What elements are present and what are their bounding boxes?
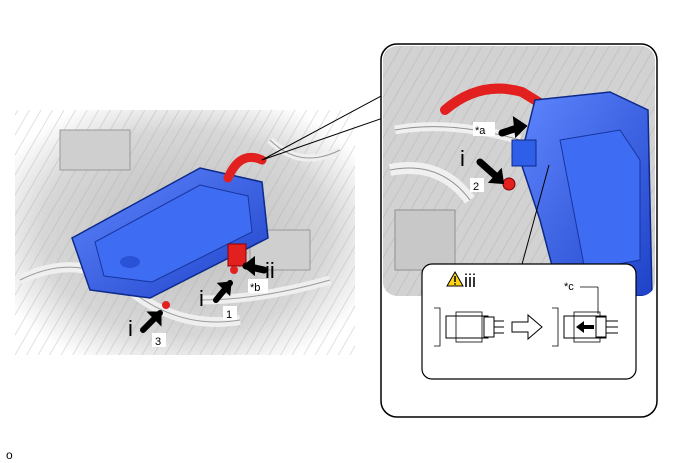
leader-lines bbox=[261, 94, 384, 161]
number-2-bg bbox=[470, 178, 484, 192]
blue-component-main bbox=[71, 167, 269, 299]
marker-a-bg bbox=[473, 122, 495, 136]
callout-i-left: i bbox=[128, 316, 133, 341]
callout-i-mid: i bbox=[199, 286, 204, 311]
arrow-i-mid bbox=[213, 280, 233, 303]
marker-a: *a bbox=[475, 125, 486, 137]
red-hose-main bbox=[162, 152, 267, 309]
number-1: 1 bbox=[226, 309, 232, 321]
callout-ii: ii bbox=[265, 258, 275, 283]
connector-before bbox=[434, 307, 504, 347]
inset-illustration bbox=[383, 46, 655, 296]
marker-b: *b bbox=[250, 282, 260, 294]
connector-after bbox=[552, 307, 618, 347]
arrow-i-left bbox=[140, 310, 163, 333]
warning-icon bbox=[446, 270, 464, 287]
arrow-a bbox=[498, 115, 528, 139]
marker-c: *c bbox=[564, 281, 574, 293]
number-2: 2 bbox=[473, 181, 479, 193]
number-3: 3 bbox=[155, 336, 161, 348]
number-3-bg bbox=[152, 333, 166, 347]
arrow-right-icon bbox=[511, 313, 543, 341]
number-1-bg bbox=[223, 306, 237, 320]
figure-code: o bbox=[6, 448, 13, 462]
callout-iii: iii bbox=[464, 271, 476, 291]
marker-b-bg bbox=[248, 279, 268, 293]
arrow-i-inset bbox=[476, 158, 505, 185]
arrow-ii bbox=[242, 255, 268, 277]
leader-inset bbox=[520, 164, 550, 269]
callout-i-inset: i bbox=[460, 146, 465, 171]
